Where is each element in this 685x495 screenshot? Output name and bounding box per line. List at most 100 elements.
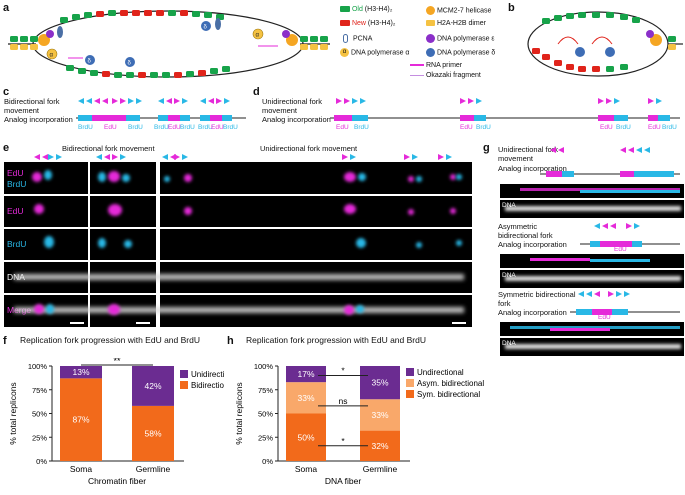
legend-swatch — [180, 381, 188, 389]
panel-c-seg-8: EdU — [211, 124, 224, 131]
bar-value-label: 33% — [371, 410, 388, 420]
panel-a-legend: Old (H3-H4)₂ New (H3-H4)₂ PCNA α DNA pol… — [340, 6, 510, 82]
legend-swatch — [406, 368, 414, 376]
significance-label: * — [341, 436, 345, 446]
panel-c-seg-1: BrdU — [78, 124, 93, 131]
legend-mcm: MCM2-7 helicase — [426, 6, 491, 15]
right-fork: α — [215, 18, 298, 46]
bar-segment — [132, 405, 174, 461]
panel-g-sym-title: Symmetric bidirectional fork — [498, 290, 576, 308]
panel-c-row1-label: Bidirectional fork movement — [4, 97, 60, 115]
panel-c-seg-7: BrdU — [198, 124, 213, 131]
bar-value-label: 17% — [297, 369, 314, 379]
panel-g-sym-dna-label: DNA — [502, 340, 516, 347]
panel-c-seg-2: EdU — [104, 124, 117, 131]
y-tick-label: 50% — [32, 410, 47, 419]
y-tick-label: 50% — [258, 410, 273, 419]
svg-text:δ: δ — [128, 61, 132, 67]
panel-label-c: c — [3, 86, 10, 98]
bar-segment — [132, 366, 174, 406]
bar-value-label: 33% — [297, 393, 314, 403]
bar-value-label: 50% — [297, 432, 314, 442]
panel-g-uni-micrograph: DNA — [500, 184, 684, 218]
panel-c-row2-label: Analog incorporation — [4, 115, 73, 124]
legend-h2a: H2A-H2B dimer — [426, 20, 486, 27]
y-tick-label: 75% — [258, 386, 273, 395]
panel-e-title-right: Unidirectional fork movement — [260, 144, 358, 153]
x-tick-label: Soma — [295, 464, 317, 474]
panel-label-a: a — [3, 2, 10, 14]
panel-g-asym-diagram — [580, 223, 680, 247]
panel-g-uni-title: Unidirectional fork movement — [498, 145, 559, 163]
y-tick-label: 100% — [28, 362, 48, 371]
legend-label: Bidirectional — [191, 381, 224, 390]
panel-a-schematic: α α δ δ δ — [8, 10, 330, 78]
panel-g-uni-diagram — [540, 147, 680, 177]
legend-new: New (H3-H4)₂ — [340, 20, 396, 27]
panel-b-schematic — [527, 11, 683, 77]
panel-c-seg-9: BrdU — [223, 124, 238, 131]
parental-nucleosomes — [10, 36, 328, 50]
y-axis-label: % total replicons — [8, 382, 18, 444]
bar-value-label: 42% — [144, 381, 161, 391]
legend-label: Unidirectional — [191, 370, 224, 379]
panel-d-row2-label: Analog incorporation — [262, 115, 331, 124]
pol-delta-icons: δ δ δ — [85, 21, 211, 67]
legend-label: Undirectional — [417, 368, 464, 377]
panel-label-f: f — [3, 335, 7, 347]
panel-g-uni-dna-label: DNA — [502, 202, 516, 209]
panel-label-g: g — [483, 142, 490, 154]
top-strand-nucleosomes — [60, 10, 224, 23]
panel-d-seg-2: BrdU — [354, 124, 369, 131]
row-label-merge-top-brdu: BrdU — [7, 179, 27, 189]
bar-value-label: 87% — [72, 415, 89, 425]
legend-old: Old (H3-H4)₂ — [340, 6, 392, 13]
panel-label-e: e — [3, 142, 10, 154]
chart-h-title: Replication fork progression with EdU an… — [245, 335, 426, 345]
bar-segment — [360, 366, 400, 400]
panel-d-seg-6: BrdU — [616, 124, 631, 131]
significance-label: * — [341, 366, 345, 376]
svg-text:δ: δ — [204, 25, 208, 31]
panel-d-seg-3: EdU — [460, 124, 473, 131]
panel-d-seg-5: EdU — [600, 124, 613, 131]
panel-c-seg-5: EdU — [168, 124, 181, 131]
panel-g-asym-dna-label: DNA — [502, 272, 516, 279]
row-label-merge-top-edu: EdU — [7, 168, 24, 178]
panel-label-d: d — [253, 86, 260, 98]
panel-d-seg-8: BrdU — [662, 124, 677, 131]
svg-text:α: α — [50, 53, 54, 59]
panel-c-seg-3: BrdU — [128, 124, 143, 131]
legend-pol-alpha: α DNA polymerase α — [340, 48, 409, 57]
significance-label: ns — [339, 396, 348, 406]
bar-segment — [60, 378, 102, 461]
x-tick-label: Germline — [363, 464, 398, 474]
panel-g-asym-micrograph: DNA — [500, 254, 684, 288]
bar-value-label: 58% — [144, 428, 161, 438]
significance-label: ** — [113, 358, 121, 366]
y-axis-label: % total replicons — [234, 382, 244, 444]
bar-value-label: 35% — [371, 378, 388, 388]
panel-d-row1-label: Unidirectional fork movement — [262, 97, 323, 115]
x-axis-label: Chromatin fiber — [88, 476, 146, 486]
y-tick-label: 25% — [258, 433, 273, 442]
panel-g-sym-sub: Analog incorporation — [498, 308, 567, 317]
bar-segment — [286, 382, 326, 414]
panel-label-h: h — [227, 335, 234, 347]
pcna-icon — [57, 26, 63, 38]
y-tick-label: 75% — [32, 386, 47, 395]
bar-value-label: 13% — [72, 367, 89, 377]
chart-f-title: Replication fork progression with EdU an… — [19, 335, 200, 345]
panel-g-asym-title: Asymmetric bidirectional fork — [498, 222, 553, 240]
legend-swatch — [406, 379, 414, 387]
legend-swatch — [406, 390, 414, 398]
x-tick-label: Soma — [70, 464, 92, 474]
panel-g-uni-sub: Analog incorporation — [498, 164, 567, 173]
legend-pcna: PCNA — [340, 34, 372, 43]
panel-g-sym-seg: EdU — [598, 314, 611, 321]
panel-d-seg-7: EdU — [648, 124, 661, 131]
y-tick-label: 25% — [32, 433, 47, 442]
panel-e-micrographs: EdU BrdU EdU BrdU DNA Merge — [4, 162, 472, 327]
